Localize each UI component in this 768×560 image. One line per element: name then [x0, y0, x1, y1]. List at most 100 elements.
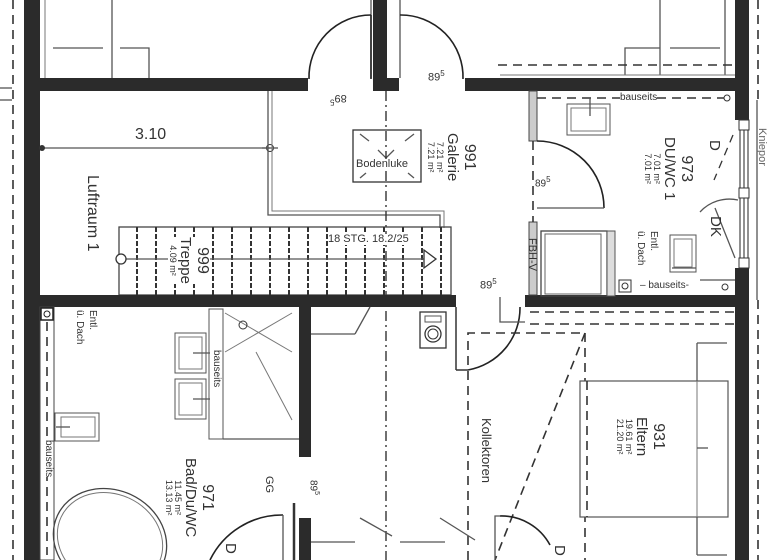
partition	[354, 306, 371, 335]
vent-box	[40, 307, 54, 321]
washing-machine-panel	[424, 315, 442, 323]
wall-middle-left	[40, 295, 456, 307]
toilet	[669, 234, 697, 273]
bodenluke-hatch	[352, 129, 422, 183]
bed	[579, 380, 729, 518]
furniture-line	[624, 47, 660, 75]
room-eltern: 931 Eltern 19.61 m² 21.20 m²	[615, 417, 667, 457]
bauseits-label-top: bauseits	[620, 92, 658, 103]
room-name: Galerie	[444, 133, 462, 182]
washbasin-inner	[570, 107, 607, 132]
room-area: 4.09 m²	[168, 245, 179, 276]
room-area: 7.21 m²	[426, 141, 437, 173]
toilet-bad	[54, 412, 100, 442]
washing-machine-drum-inner	[427, 328, 439, 340]
wall-bad-right	[299, 307, 311, 457]
window-frame	[738, 119, 750, 131]
bauseits-label-left: bauseits	[43, 440, 54, 478]
hatch-line	[359, 172, 367, 179]
window-swing-arc	[699, 198, 739, 213]
door-frame	[499, 297, 525, 323]
kollektoren-outline	[467, 332, 585, 560]
room-duwc1: 973 DU/WC 1 7.01 m² 7.01 m²	[643, 137, 695, 201]
entl-label: Entl.	[648, 231, 659, 252]
bathtub	[52, 487, 168, 560]
door-width-label: 895	[535, 175, 551, 190]
kollektoren-diagonal	[494, 332, 586, 560]
room-area: 11.45 m²	[173, 480, 184, 516]
luftraum-label: Luftraum 1	[84, 175, 101, 252]
wall-top-right	[465, 78, 749, 91]
hatch-line	[407, 172, 415, 179]
room-bad: 971 Bad/Du/WC 11.45 m² 13.13 m²	[164, 458, 216, 537]
door-width-label: 895	[428, 69, 445, 84]
washbasin	[566, 103, 611, 136]
d-label: D	[706, 140, 723, 151]
room-area: 7.01 m²	[643, 153, 654, 184]
room-number: 973	[678, 155, 695, 183]
room-number: 971	[199, 484, 216, 511]
wall-bad-right-lower	[299, 518, 311, 560]
room-treppe: 999 Treppe 4.09 m²	[168, 237, 211, 284]
dimension-tick	[39, 145, 45, 151]
door-width-label: 895	[330, 92, 347, 107]
kollektoren-label: Kollektoren	[479, 418, 494, 484]
door-frame	[494, 515, 500, 560]
room-number: 991	[461, 143, 478, 171]
stairs-label: 18 STG. 18.2/25	[328, 233, 409, 245]
door-swing-duwc	[536, 140, 605, 209]
vent-circle	[43, 310, 51, 318]
door-width-label: 895	[307, 480, 320, 496]
railing	[271, 91, 445, 228]
wall-right-lower	[735, 268, 749, 560]
window-frame	[738, 187, 750, 199]
window-swing	[714, 207, 736, 259]
room-number: 999	[194, 247, 211, 274]
d-label-bad: D	[222, 543, 239, 554]
window-frame	[738, 257, 750, 269]
wall-top-left	[40, 78, 308, 91]
stair-direction-arrow	[423, 248, 438, 270]
bauseits-label-bottom: – bauseits-	[640, 280, 689, 291]
fbh-label: FBH-V	[526, 238, 538, 271]
room-area: 13.13 m²	[164, 479, 175, 516]
furniture-line	[120, 47, 150, 78]
d-label-eltern: D	[551, 545, 568, 556]
room-name: Treppe	[177, 237, 195, 284]
room-name: Eltern	[633, 417, 651, 457]
dach-label-bad: ü. Dach	[74, 310, 85, 345]
pipe-marker	[721, 283, 729, 291]
room-name: DU/WC 1	[661, 137, 679, 201]
wall-center-top	[373, 0, 387, 78]
railing	[267, 91, 441, 228]
hatch-line	[404, 133, 415, 142]
bathtub-inner	[56, 491, 164, 560]
drain	[618, 279, 632, 293]
pipe-marker	[723, 94, 731, 102]
gg-label: GG	[263, 476, 275, 494]
entl-label-bad: Entl.	[87, 310, 98, 331]
door-swing-eltern-lower	[499, 515, 551, 546]
shower-drain	[238, 320, 248, 330]
wall-left	[24, 0, 40, 560]
shower-diagonal	[224, 312, 293, 353]
dimension-label: 3.10	[135, 126, 167, 143]
toilet-inner	[673, 238, 693, 268]
shower-tray	[540, 230, 608, 297]
drain-circle	[621, 282, 629, 290]
room-number: 931	[650, 423, 667, 450]
hatch-line	[359, 133, 370, 142]
door-width-label: 895	[480, 277, 497, 292]
door-swing-eltern	[467, 306, 521, 371]
room-area: 21.20 m²	[615, 418, 626, 455]
door-swing-right	[399, 14, 464, 80]
bodenluke-label: Bodenluke	[356, 158, 408, 170]
partition	[359, 517, 393, 537]
shower-wall	[606, 230, 616, 297]
wall-middle-right	[525, 295, 749, 307]
washing-machine-drum	[424, 325, 442, 343]
room-area: 7.01 m²	[652, 153, 663, 184]
door-swing-bad	[209, 514, 284, 560]
wall-right-upper	[735, 0, 749, 120]
